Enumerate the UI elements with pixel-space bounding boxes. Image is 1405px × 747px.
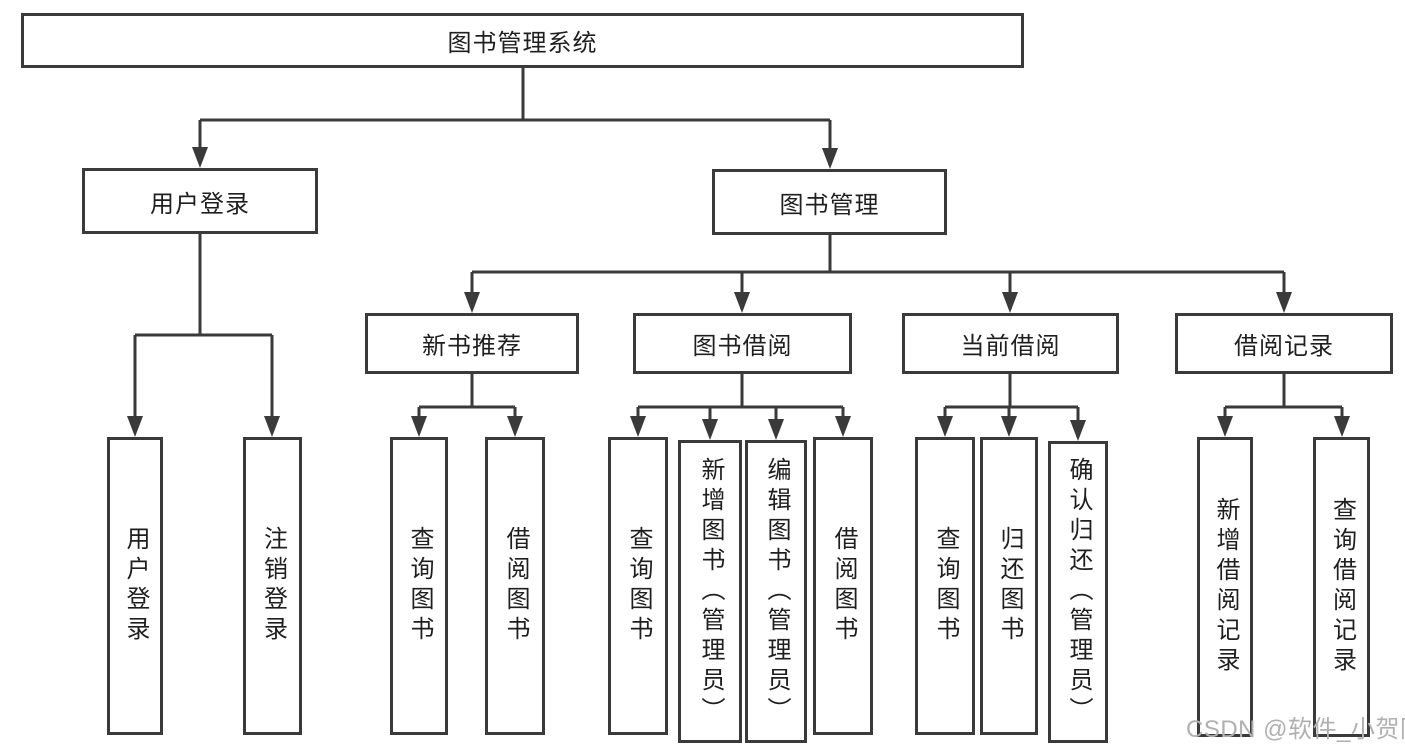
leaf-confirm-return-admin: 确认归还（管理员） [1048, 441, 1108, 743]
connector-root-to-level2 [192, 68, 838, 169]
leaf-logout: 注销登录 [243, 437, 302, 735]
leaf-query-books-borrow: 查询图书 [608, 437, 668, 735]
node-current-borrowing: 当前借阅 [902, 313, 1119, 374]
leaf-borrow-books: 借阅图书 [813, 437, 873, 735]
leaf-add-book-admin: 新增图书（管理员） [678, 440, 742, 743]
leaf-return-books: 归还图书 [980, 437, 1038, 735]
leaf-query-borrow-record: 查询借阅记录 [1313, 437, 1370, 737]
connector-currentborrow-to-leaves [937, 374, 1086, 441]
leaf-user-login: 用户登录 [107, 437, 163, 735]
node-new-book-recommendation: 新书推荐 [365, 313, 579, 374]
connector-bookmgmt-to-level3 [464, 235, 1292, 313]
csdn-watermark: CSDN @软件_小贺同学 [1186, 716, 1405, 743]
leaf-query-books-newbook: 查询图书 [390, 437, 448, 735]
connector-userlogin-to-leaves [127, 234, 280, 437]
connector-bookborrow-to-leaves [630, 374, 851, 440]
node-user-login: 用户登录 [82, 168, 318, 234]
leaf-borrow-books-newbook: 借阅图书 [485, 437, 545, 735]
node-book-management: 图书管理 [712, 169, 947, 235]
node-book-borrowing: 图书借阅 [633, 313, 852, 374]
leaf-query-books-current: 查询图书 [915, 437, 975, 735]
connector-newbook-to-leaves [411, 374, 523, 437]
leaf-edit-book-admin: 编辑图书（管理员） [745, 440, 807, 743]
node-library-management-system: 图书管理系统 [21, 13, 1024, 68]
leaf-add-borrow-record: 新增借阅记录 [1197, 437, 1253, 737]
node-borrowing-records: 借阅记录 [1175, 313, 1393, 374]
connector-borrowrecord-to-leaves [1217, 374, 1350, 437]
